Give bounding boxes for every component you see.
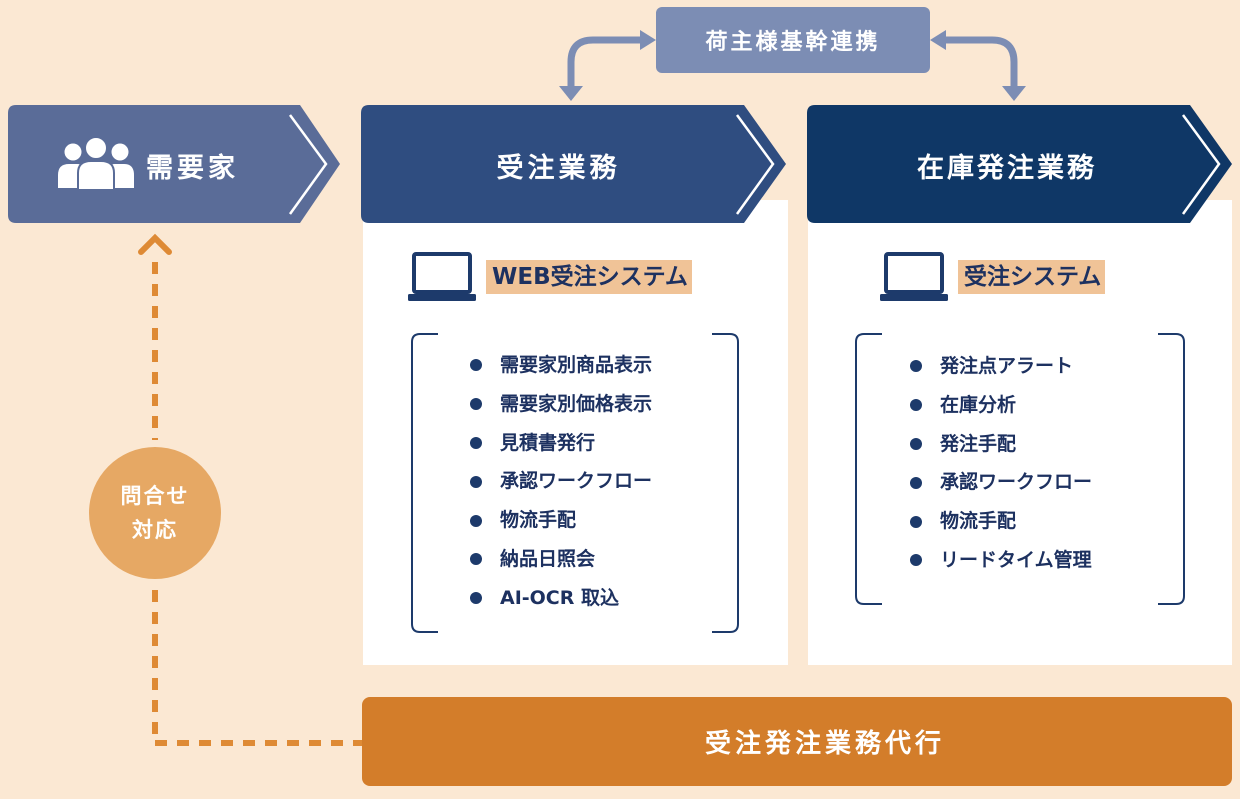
customer-header-label: 需要家 xyxy=(146,152,239,184)
list-item-label: 物流手配 xyxy=(500,509,577,532)
list-item: 物流手配 xyxy=(910,502,1092,541)
inquiry-line2: 対応 xyxy=(132,518,178,542)
bullet-icon xyxy=(470,398,482,411)
inventory-system-title: 受注システム xyxy=(958,260,1106,294)
list-item-label: AI-OCR 取込 xyxy=(500,586,620,609)
list-item: 承認ワークフロー xyxy=(910,463,1092,502)
list-item-label: 見積書発行 xyxy=(500,431,596,454)
order-system-title: WEB受注システム xyxy=(486,260,692,294)
list-item: 承認ワークフロー xyxy=(470,462,652,501)
inventory-feature-list: 発注点アラート 在庫分析 発注手配 承認ワークフロー 物流手配 リードタイム管理 xyxy=(910,347,1092,580)
inquiry-line1: 問合せ xyxy=(120,484,190,508)
list-item: リードタイム管理 xyxy=(910,541,1092,580)
list-item: 需要家別商品表示 xyxy=(470,346,652,385)
bullet-icon xyxy=(910,554,922,567)
bullet-icon xyxy=(470,359,482,372)
bullet-icon xyxy=(470,475,482,488)
bullet-icon xyxy=(470,592,482,605)
list-item: 発注手配 xyxy=(910,425,1092,464)
list-item: AI-OCR 取込 xyxy=(470,579,652,618)
top-link-box: 荷主様基幹連携 xyxy=(656,7,930,73)
bullet-icon xyxy=(910,515,922,528)
list-item-label: 需要家別商品表示 xyxy=(500,354,653,376)
double-arrow-icon-right xyxy=(944,36,1018,92)
outsourcing-label: 受注発注業務代行 xyxy=(705,728,946,759)
bullet-icon xyxy=(470,436,482,449)
list-item-label: 承認ワークフロー xyxy=(500,470,653,493)
list-item: 見積書発行 xyxy=(470,424,652,463)
people-icon xyxy=(58,136,134,191)
bullet-icon xyxy=(910,476,922,489)
list-item-label: 承認ワークフロー xyxy=(940,471,1093,494)
order-header-label: 受注業務 xyxy=(496,152,621,184)
bullet-icon xyxy=(470,553,482,566)
bullet-icon xyxy=(910,360,922,373)
list-item: 需要家別価格表示 xyxy=(470,385,652,424)
list-item-label: 納品日照会 xyxy=(500,547,596,570)
list-item: 物流手配 xyxy=(470,501,652,540)
up-arrow-icon xyxy=(138,233,172,255)
list-item-label: 物流手配 xyxy=(940,510,1017,533)
customer-chevron-icon xyxy=(288,114,328,215)
list-item-label: リードタイム管理 xyxy=(940,548,1092,571)
inventory-header-label: 在庫発注業務 xyxy=(917,152,1097,184)
list-item: 発注点アラート xyxy=(910,347,1092,386)
bullet-icon xyxy=(910,437,922,450)
bullet-icon xyxy=(470,514,482,527)
bullet-icon xyxy=(910,399,922,412)
inquiry-circle: 問合せ 対応 xyxy=(89,447,221,579)
double-arrow-icon-left xyxy=(567,36,642,92)
list-item-label: 需要家別価格表示 xyxy=(500,392,653,415)
list-item: 納品日照会 xyxy=(470,540,652,579)
outsourcing-bar xyxy=(362,697,1232,786)
list-item-label: 発注点アラート xyxy=(940,355,1074,377)
list-item-label: 発注手配 xyxy=(940,432,1017,455)
list-item: 在庫分析 xyxy=(910,386,1092,425)
list-item-label: 在庫分析 xyxy=(940,393,1017,416)
order-feature-list: 需要家別商品表示 需要家別価格表示 見積書発行 承認ワークフロー 物流手配 納品… xyxy=(470,346,652,618)
